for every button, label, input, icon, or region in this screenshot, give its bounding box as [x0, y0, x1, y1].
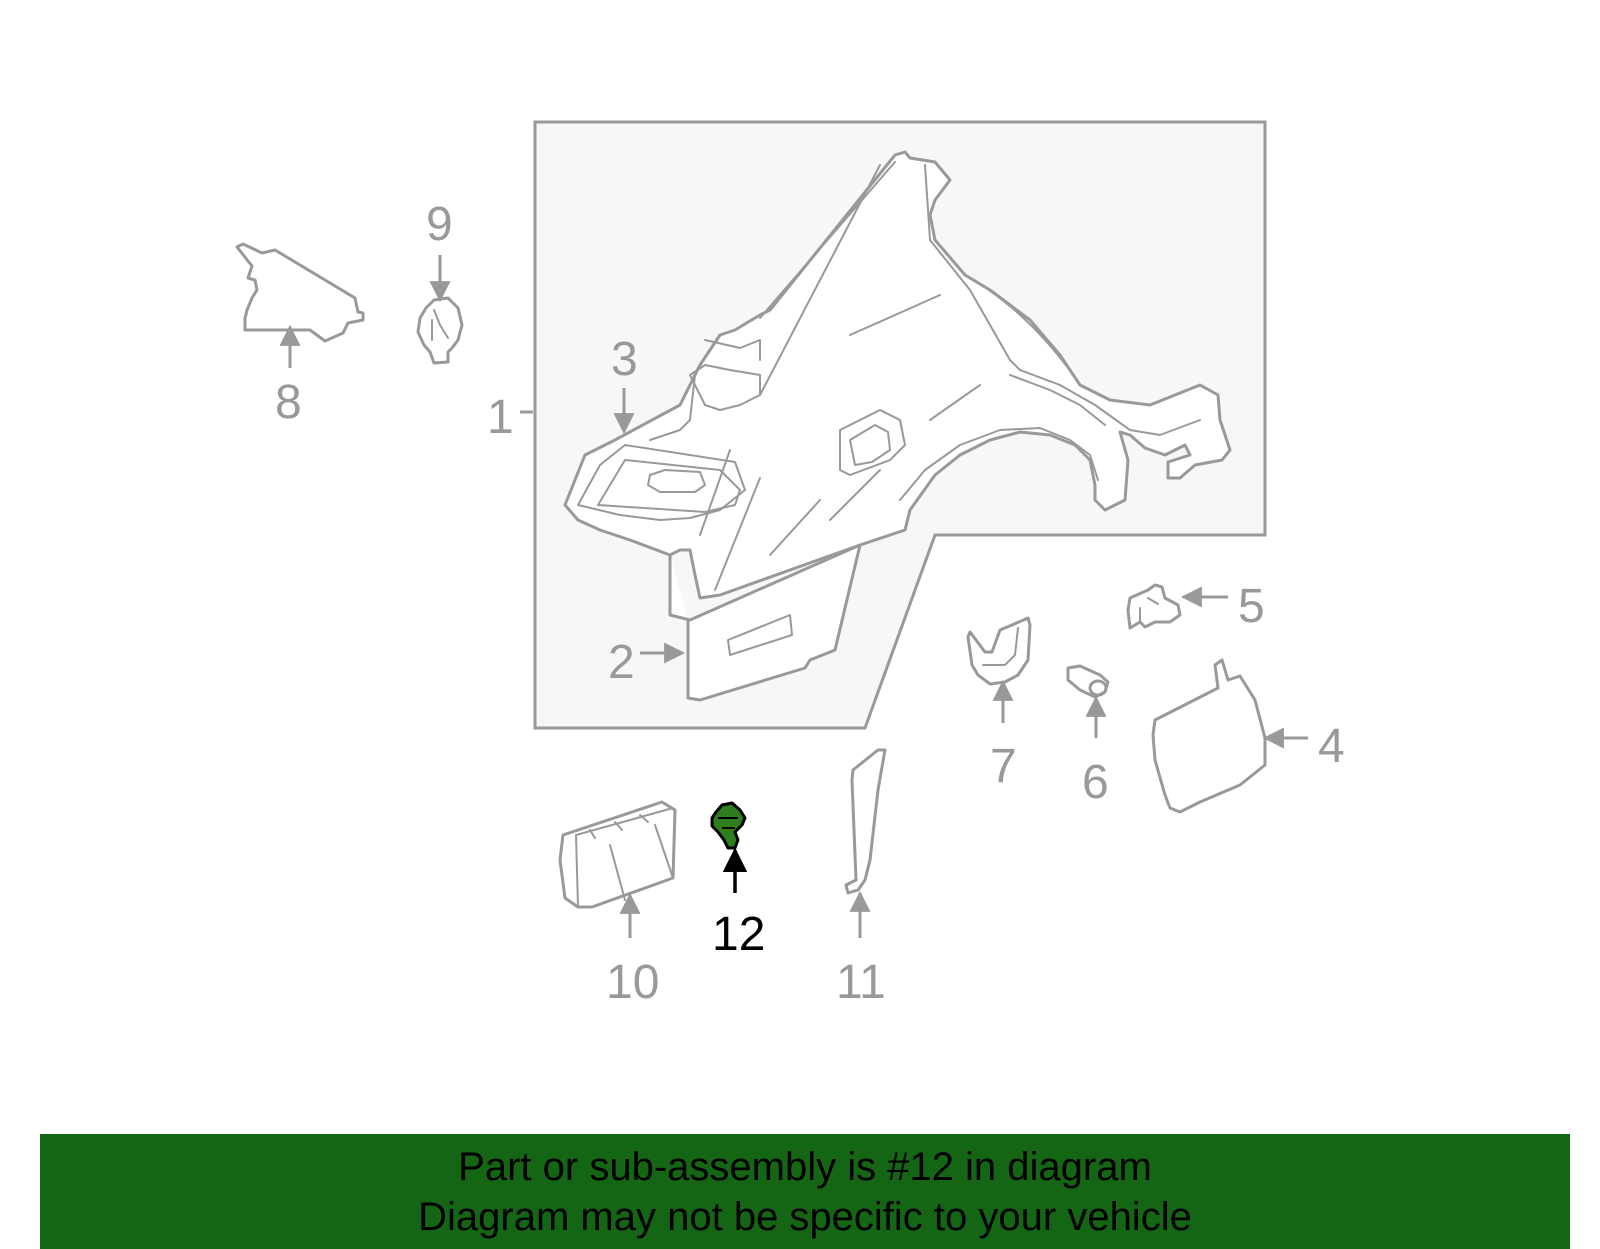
callout-4: 4 — [1318, 720, 1345, 773]
bracket-part-7 — [966, 616, 1032, 686]
clip-part-9 — [416, 296, 464, 365]
lower-extension-part — [668, 543, 862, 702]
callout-8: 8 — [275, 376, 302, 429]
leader-lines — [279, 255, 1308, 938]
callout-6: 6 — [1082, 756, 1109, 809]
bracket-part-5 — [1126, 583, 1182, 630]
grommet-part-6 — [1066, 664, 1110, 699]
info-banner: Part or sub-assembly is #12 in diagram D… — [40, 1134, 1570, 1249]
fuel-door-part-4 — [1151, 658, 1267, 814]
callout-7: 7 — [990, 740, 1017, 793]
bracket-part-8 — [235, 242, 365, 343]
callout-11: 11 — [836, 956, 886, 1009]
quarter-panel-part — [563, 150, 1232, 600]
callout-2: 2 — [608, 636, 635, 689]
callout-10: 10 — [606, 956, 659, 1009]
callout-3: 3 — [611, 333, 638, 386]
banner-line-part-number: Part or sub-assembly is #12 in diagram — [458, 1144, 1152, 1189]
clip-part-12-highlighted[interactable] — [710, 801, 747, 850]
callout-1: 1 — [487, 391, 514, 444]
callout-5: 5 — [1238, 580, 1265, 633]
banner-line-disclaimer: Diagram may not be specific to your vehi… — [418, 1194, 1192, 1239]
callout-12-highlighted: 12 — [712, 908, 765, 961]
callout-9: 9 — [426, 198, 453, 251]
trim-part-11 — [844, 748, 887, 895]
module-part-10 — [558, 800, 677, 909]
